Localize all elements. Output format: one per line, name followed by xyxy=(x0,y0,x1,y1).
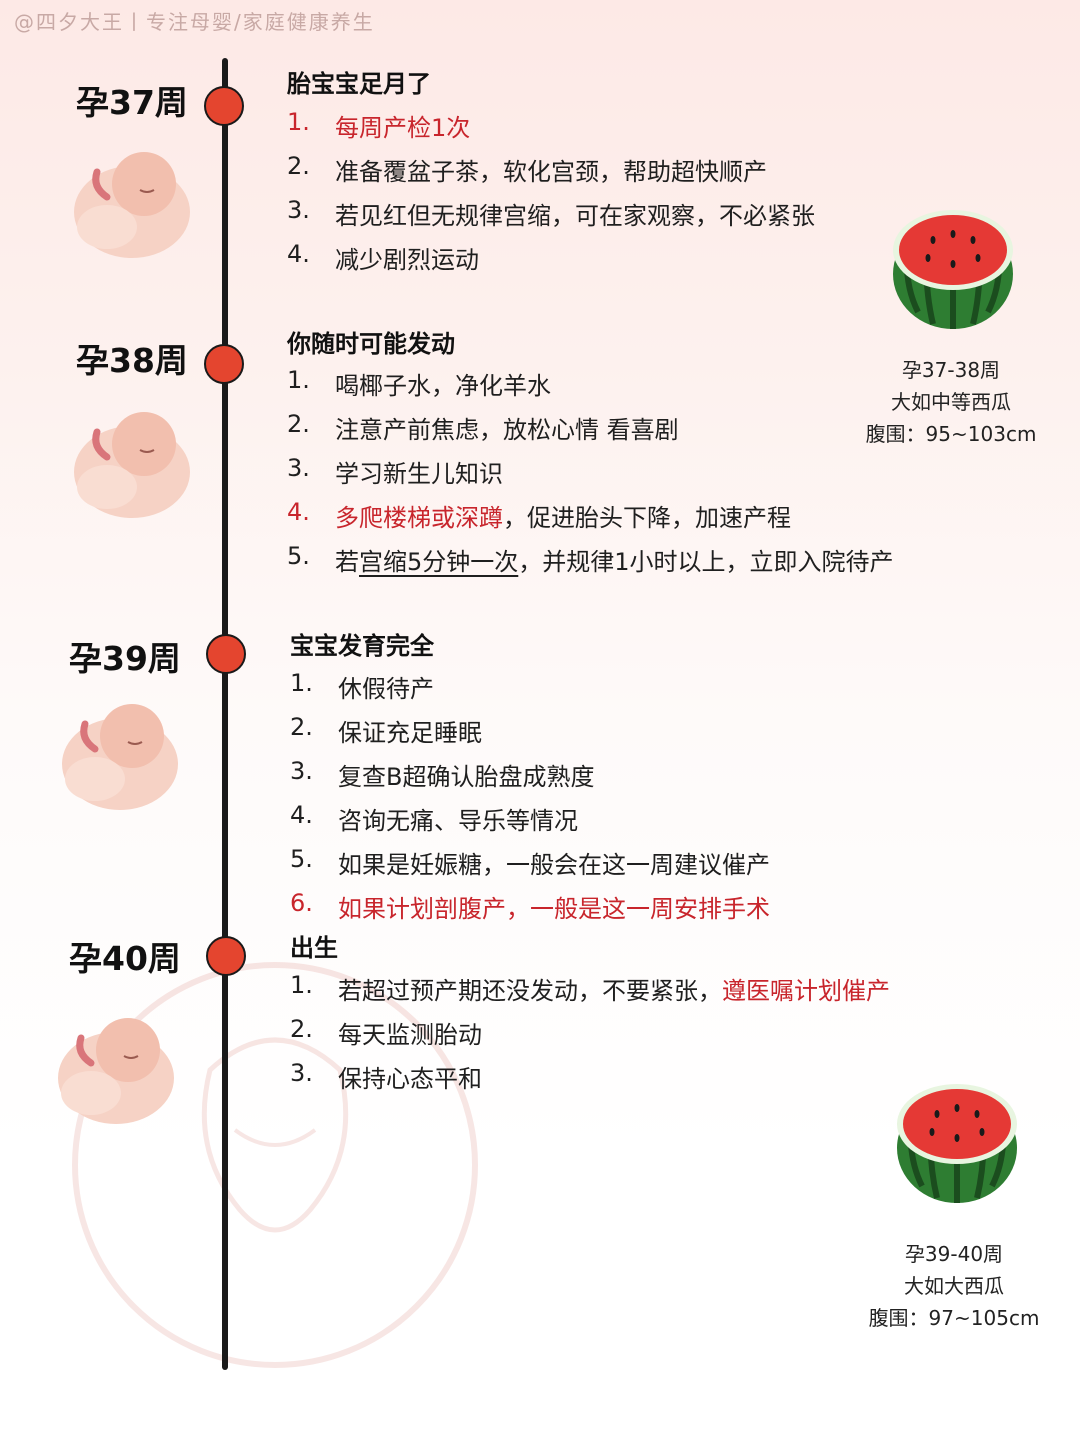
section-title: 你随时可能发动 xyxy=(287,330,455,358)
week-label: 孕40周 xyxy=(69,939,181,978)
list-item: 2. 每天监测胎动 xyxy=(290,1015,482,1050)
item-text: 每周产检1次 xyxy=(335,114,471,142)
item-text: ，并规律1小时以上，立即入院待产 xyxy=(518,548,894,576)
week-label: 孕38周 xyxy=(76,341,188,380)
caption-girth: 腹围：95~103cm xyxy=(865,422,1037,446)
item-text: 若超过预产期还没发动，不要紧张， xyxy=(338,977,722,1005)
item-number: 1. xyxy=(287,108,310,136)
caption-week: 孕39-40周 xyxy=(904,1242,1004,1266)
section-title: 胎宝宝足月了 xyxy=(287,70,431,98)
list-item: 5. 如果是妊娠糖，一般会在这一周建议催产 xyxy=(290,845,770,880)
item-text: 准备覆盆子茶，软化宫颈，帮助超快顺产 xyxy=(335,158,767,186)
fetus-icon xyxy=(62,704,178,810)
item-text: 减少剧烈运动 xyxy=(335,246,479,274)
watermelon-icon xyxy=(893,210,1013,329)
item-text: 每天监测胎动 xyxy=(338,1021,482,1049)
list-item: 1. 休假待产 xyxy=(290,669,434,704)
list-item: 1. 喝椰子水，净化羊水 xyxy=(287,366,551,401)
list-item: 1. 若超过预产期还没发动，不要紧张， 遵医嘱计划催产 xyxy=(290,971,890,1006)
item-number: 1. xyxy=(287,366,310,394)
caption-size: 大如大西瓜 xyxy=(904,1274,1004,1298)
item-text: 如果计划剖腹产，一般是这一周安排手术 xyxy=(338,895,770,923)
item-number: 6. xyxy=(290,889,313,917)
list-item: 4. 多爬楼梯或深蹲 ，促进胎头下降，加速产程 xyxy=(287,498,791,533)
item-text-highlight: 多爬楼梯或深蹲 xyxy=(335,504,503,532)
list-item: 3. 若见红但无规律宫缩，可在家观察，不必紧张 xyxy=(287,196,815,231)
list-item: 3. 学习新生儿知识 xyxy=(287,454,503,489)
item-number: 3. xyxy=(287,454,310,482)
item-number: 3. xyxy=(287,196,310,224)
item-number: 2. xyxy=(290,713,313,741)
size-caption: 孕39-40周 大如大西瓜 腹围：97~105cm xyxy=(854,1238,1054,1334)
item-number: 2. xyxy=(287,152,310,180)
item-text: 若 xyxy=(335,548,359,576)
stamp-logo xyxy=(72,962,478,1368)
list-item: 4. 减少剧烈运动 xyxy=(287,240,479,275)
watermark-text: @四夕大王丨专注母婴/家庭健康养生 xyxy=(14,10,375,34)
list-item: 4. 咨询无痛、导乐等情况 xyxy=(290,801,578,836)
section-title: 出生 xyxy=(290,934,338,962)
item-number: 3. xyxy=(290,757,313,785)
item-text: 注意产前焦虑，放松心情 看喜剧 xyxy=(335,416,679,444)
item-text: 保证充足睡眠 xyxy=(338,719,482,747)
item-number: 4. xyxy=(287,240,310,268)
list-item: 6. 如果计划剖腹产，一般是这一周安排手术 xyxy=(290,889,770,924)
list-item: 2. 保证充足睡眠 xyxy=(290,713,482,748)
list-item: 3. 复查B超确认胎盘成熟度 xyxy=(290,757,594,792)
item-text: 若见红但无规律宫缩，可在家观察，不必紧张 xyxy=(335,202,815,230)
item-number: 4. xyxy=(290,801,313,829)
caption-girth: 腹围：97~105cm xyxy=(868,1306,1040,1330)
item-text: 咨询无痛、导乐等情况 xyxy=(338,807,578,835)
section-title: 宝宝发育完全 xyxy=(290,632,434,660)
item-number: 5. xyxy=(287,542,310,570)
item-number: 2. xyxy=(287,410,310,438)
week-label: 孕37周 xyxy=(76,83,188,122)
item-text: 学习新生儿知识 xyxy=(335,460,503,488)
item-number: 4. xyxy=(287,498,310,526)
item-text: 如果是妊娠糖，一般会在这一周建议催产 xyxy=(338,851,770,879)
watermelon-icon xyxy=(897,1084,1017,1203)
timeline-dot xyxy=(204,86,244,126)
item-text: 喝椰子水，净化羊水 xyxy=(335,372,551,400)
item-number: 2. xyxy=(290,1015,313,1043)
item-number: 3. xyxy=(290,1059,313,1087)
item-text: 休假待产 xyxy=(338,675,434,703)
caption-week: 孕37-38周 xyxy=(901,358,1001,382)
item-text-underlined: 宫缩5分钟一次 xyxy=(359,548,519,576)
size-caption: 孕37-38周 大如中等西瓜 腹围：95~103cm xyxy=(851,354,1051,450)
item-text: ，促进胎头下降，加速产程 xyxy=(503,504,791,532)
list-item: 2. 准备覆盆子茶，软化宫颈，帮助超快顺产 xyxy=(287,152,767,187)
list-item: 1. 每周产检1次 xyxy=(287,108,470,143)
timeline-dot xyxy=(206,936,246,976)
fetus-icon xyxy=(74,412,190,518)
week-label: 孕39周 xyxy=(69,639,181,678)
caption-size: 大如中等西瓜 xyxy=(891,390,1011,414)
fetus-icon xyxy=(74,152,190,258)
item-text: 保持心态平和 xyxy=(338,1065,482,1093)
fetus-icon xyxy=(58,1018,174,1124)
item-number: 5. xyxy=(290,845,313,873)
list-item: 5. 若 宫缩5分钟一次 ，并规律1小时以上，立即入院待产 xyxy=(287,542,894,577)
item-number: 1. xyxy=(290,669,313,697)
timeline-dot xyxy=(206,634,246,674)
item-number: 1. xyxy=(290,971,313,999)
item-text: 复查B超确认胎盘成熟度 xyxy=(338,763,595,791)
list-item: 2. 注意产前焦虑，放松心情 看喜剧 xyxy=(287,410,679,445)
timeline-dot xyxy=(204,344,244,384)
item-text-highlight: 遵医嘱计划催产 xyxy=(722,977,890,1005)
list-item: 3. 保持心态平和 xyxy=(290,1059,482,1094)
timeline-line xyxy=(222,58,228,1370)
